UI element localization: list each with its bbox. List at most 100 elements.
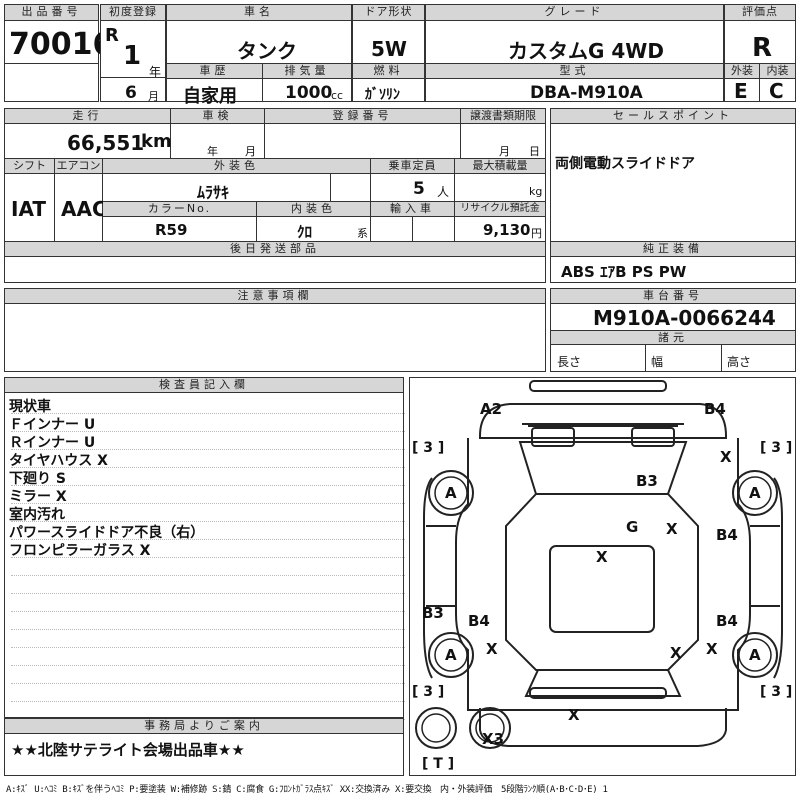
- parts-label: 後日発送部品: [5, 242, 545, 257]
- registration-month-unit: 月: [148, 90, 159, 103]
- shift-label: シフト: [5, 159, 55, 174]
- ext-value: E: [734, 79, 748, 103]
- transfer-day-unit: 日: [529, 145, 540, 158]
- front-bumper: [529, 380, 667, 392]
- inspection-year-unit: 年: [207, 145, 218, 158]
- front-body-outline: [479, 403, 727, 439]
- ext-label: 外装: [725, 64, 760, 79]
- inspector-rule: [11, 449, 405, 450]
- mark-x-rear-left: X: [486, 640, 498, 658]
- history-value: 自家用: [183, 86, 237, 107]
- mark-x-roof: X: [596, 548, 608, 566]
- inspector-line: フロンピラーガラス X: [9, 543, 151, 559]
- door-box: ドア形状 5W 燃料 ｶﾞｿﾘﾝ: [352, 4, 425, 103]
- intcolor-label: 内装色: [257, 202, 371, 217]
- wheel-front-left: [428, 470, 474, 516]
- spare-tire-icon: [415, 707, 457, 749]
- tire-count-fr: [ 3 ]: [760, 440, 793, 456]
- first-registration-box: 初度登録 R 1 年 6 月: [100, 4, 166, 103]
- score-box: 評価点 R 外装 内装 E C: [724, 4, 796, 103]
- registration-year: 1: [123, 41, 142, 71]
- capacity-value: 5: [413, 179, 425, 199]
- spec-label: 諸元: [551, 330, 795, 345]
- tire-count-fl: [ 3 ]: [412, 440, 445, 456]
- inspector-line: 現状車: [9, 399, 51, 415]
- chassis-box: 車台番号 M910A-0066244 諸元 長さ 幅 高さ: [550, 288, 796, 372]
- capacity-unit: 人: [437, 185, 450, 199]
- mark-x3: X3: [482, 730, 505, 748]
- colorno-label: カラーNo.: [103, 202, 257, 217]
- mark-a-front-right: A: [749, 484, 761, 502]
- height-label: 高さ: [727, 355, 752, 369]
- tire-type: [ T ]: [422, 756, 455, 772]
- mark-g: G: [626, 518, 639, 536]
- tire-count-rr: [ 3 ]: [760, 684, 793, 700]
- mark-a-front-left: A: [445, 484, 457, 502]
- inspector-rule: [11, 665, 405, 666]
- tire-count-rl: [ 3 ]: [412, 684, 445, 700]
- int-value: C: [769, 79, 784, 103]
- score-value: R: [752, 33, 773, 63]
- inspection-month-unit: 月: [245, 145, 256, 158]
- lot-number: 70016: [9, 27, 114, 62]
- inspector-rule: [11, 701, 405, 702]
- first-registration-label: 初度登録: [101, 5, 165, 21]
- inspector-rule: [11, 593, 405, 594]
- fuel-value: ｶﾞｿﾘﾝ: [365, 87, 400, 103]
- color-value: ﾑﾗｻｷ: [197, 183, 230, 202]
- transfer-month-unit: 月: [499, 145, 510, 158]
- width-label: 幅: [651, 355, 664, 369]
- recycle-unit: 円: [531, 227, 542, 240]
- intcolor-unit: 系: [357, 227, 368, 240]
- capacity-label: 乗車定員: [371, 159, 455, 174]
- sales-point-label: セールスポイント: [551, 109, 795, 124]
- headlight-right: [631, 427, 675, 447]
- score-label: 評価点: [725, 5, 795, 21]
- grade-value: カスタムG 4WD: [508, 39, 664, 63]
- rear-window: [524, 669, 682, 697]
- vehicle-info-box: 走行 車検 登録番号 譲渡書類期限 66,551 km 年 月 月 日 シフト …: [4, 108, 546, 283]
- inspector-line: ミラー X: [9, 489, 67, 505]
- equipment-label: 純正装備: [551, 242, 795, 257]
- import-label: 輸入車: [371, 202, 455, 217]
- roof: [549, 545, 655, 633]
- right-side-panel: [773, 477, 783, 679]
- registration-month: 6: [125, 83, 137, 103]
- displacement-label: 排気量: [263, 64, 351, 79]
- model-label: 型式: [426, 64, 723, 79]
- maxload-label: 最大積載量: [455, 159, 545, 174]
- notes-label: 注意事項欄: [5, 289, 545, 304]
- inspector-line: 下廻り S: [9, 471, 66, 487]
- ac-label: エアコン: [55, 159, 103, 174]
- car-diagram: [415, 380, 783, 749]
- mileage-label: 走行: [5, 109, 171, 124]
- mark-a-rear-left: A: [445, 646, 457, 664]
- inspector-rule: [11, 485, 405, 486]
- mark-x-rear-right2: X: [670, 644, 682, 662]
- maxload-unit: kg: [529, 185, 543, 198]
- inspector-line: 室内汚れ: [9, 507, 65, 523]
- inspector-rule: [11, 575, 405, 576]
- inspector-line: タイヤハウス X: [9, 453, 108, 469]
- equipment-value: ABS ｴｱB PS PW: [561, 263, 687, 281]
- lot-number-box: 出品番号 70016: [4, 4, 113, 102]
- inspector-label: 検査員記入欄: [5, 378, 403, 393]
- sales-point-box: セールスポイント 両側電動スライドドア 純正装備 ABS ｴｱB PS PW: [550, 108, 796, 283]
- rear-body-outline: [479, 708, 727, 747]
- inspector-rule: [11, 521, 405, 522]
- chassis-label: 車台番号: [551, 289, 795, 304]
- inspector-rule: [11, 503, 405, 504]
- color-label: 外装色: [103, 159, 371, 174]
- inspector-rule: [11, 467, 405, 468]
- int-label: 内装: [760, 64, 795, 79]
- mark-a2: A2: [480, 400, 503, 418]
- grade-box: グレード カスタムG 4WD 型式 DBA-M910A: [425, 4, 724, 103]
- mark-b3-left: B3: [422, 604, 444, 622]
- inspector-rule: [11, 683, 405, 684]
- lot-number-label: 出品番号: [5, 5, 98, 21]
- body-outline: [455, 438, 751, 711]
- office-box: 事務局よりご案内 ★★北陸サテライト会場出品車★★: [4, 718, 404, 776]
- inspector-rule: [11, 557, 405, 558]
- chassis-number: M910A-0066244: [593, 306, 776, 330]
